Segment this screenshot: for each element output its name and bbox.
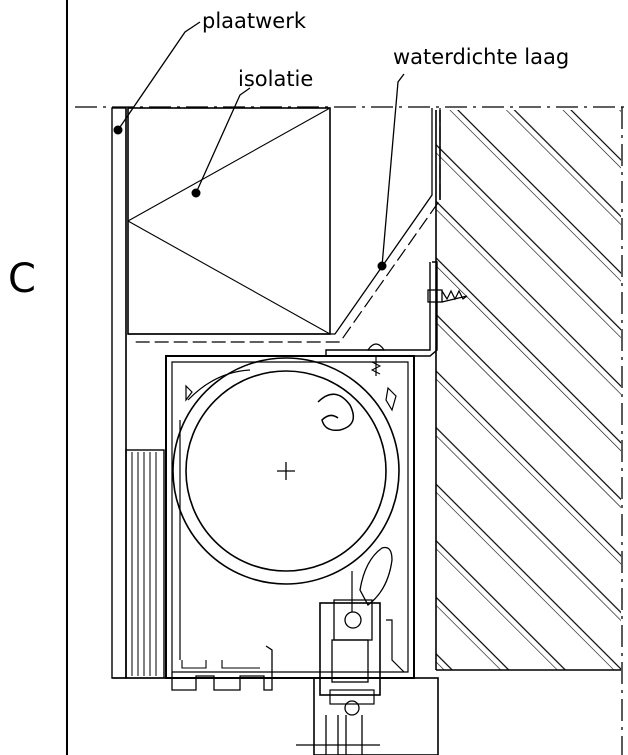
- leader-waterdichte-laag: [377, 73, 405, 271]
- shutter-outlet: [333, 546, 393, 641]
- leader-isolatie: [191, 87, 251, 198]
- leader-plaatwerk: [113, 21, 201, 135]
- window-frame-profile: [296, 602, 439, 755]
- roller-drum: [172, 357, 400, 585]
- bottom-clip-profile: [171, 619, 405, 691]
- cladding-grooves: [131, 452, 157, 676]
- bracket-screw: [366, 343, 386, 376]
- section-label: C: [8, 256, 36, 302]
- wall-screw: [427, 289, 468, 303]
- label-plaatwerk: plaatwerk: [202, 9, 307, 33]
- wall: [435, 110, 621, 671]
- label-isolatie: isolatie: [238, 67, 313, 91]
- label-waterdichte-laag: waterdichte laag: [393, 45, 569, 69]
- insulation-block: [127, 107, 331, 335]
- mounting-bracket: [325, 261, 438, 357]
- sheet-metal-cladding: [111, 107, 172, 679]
